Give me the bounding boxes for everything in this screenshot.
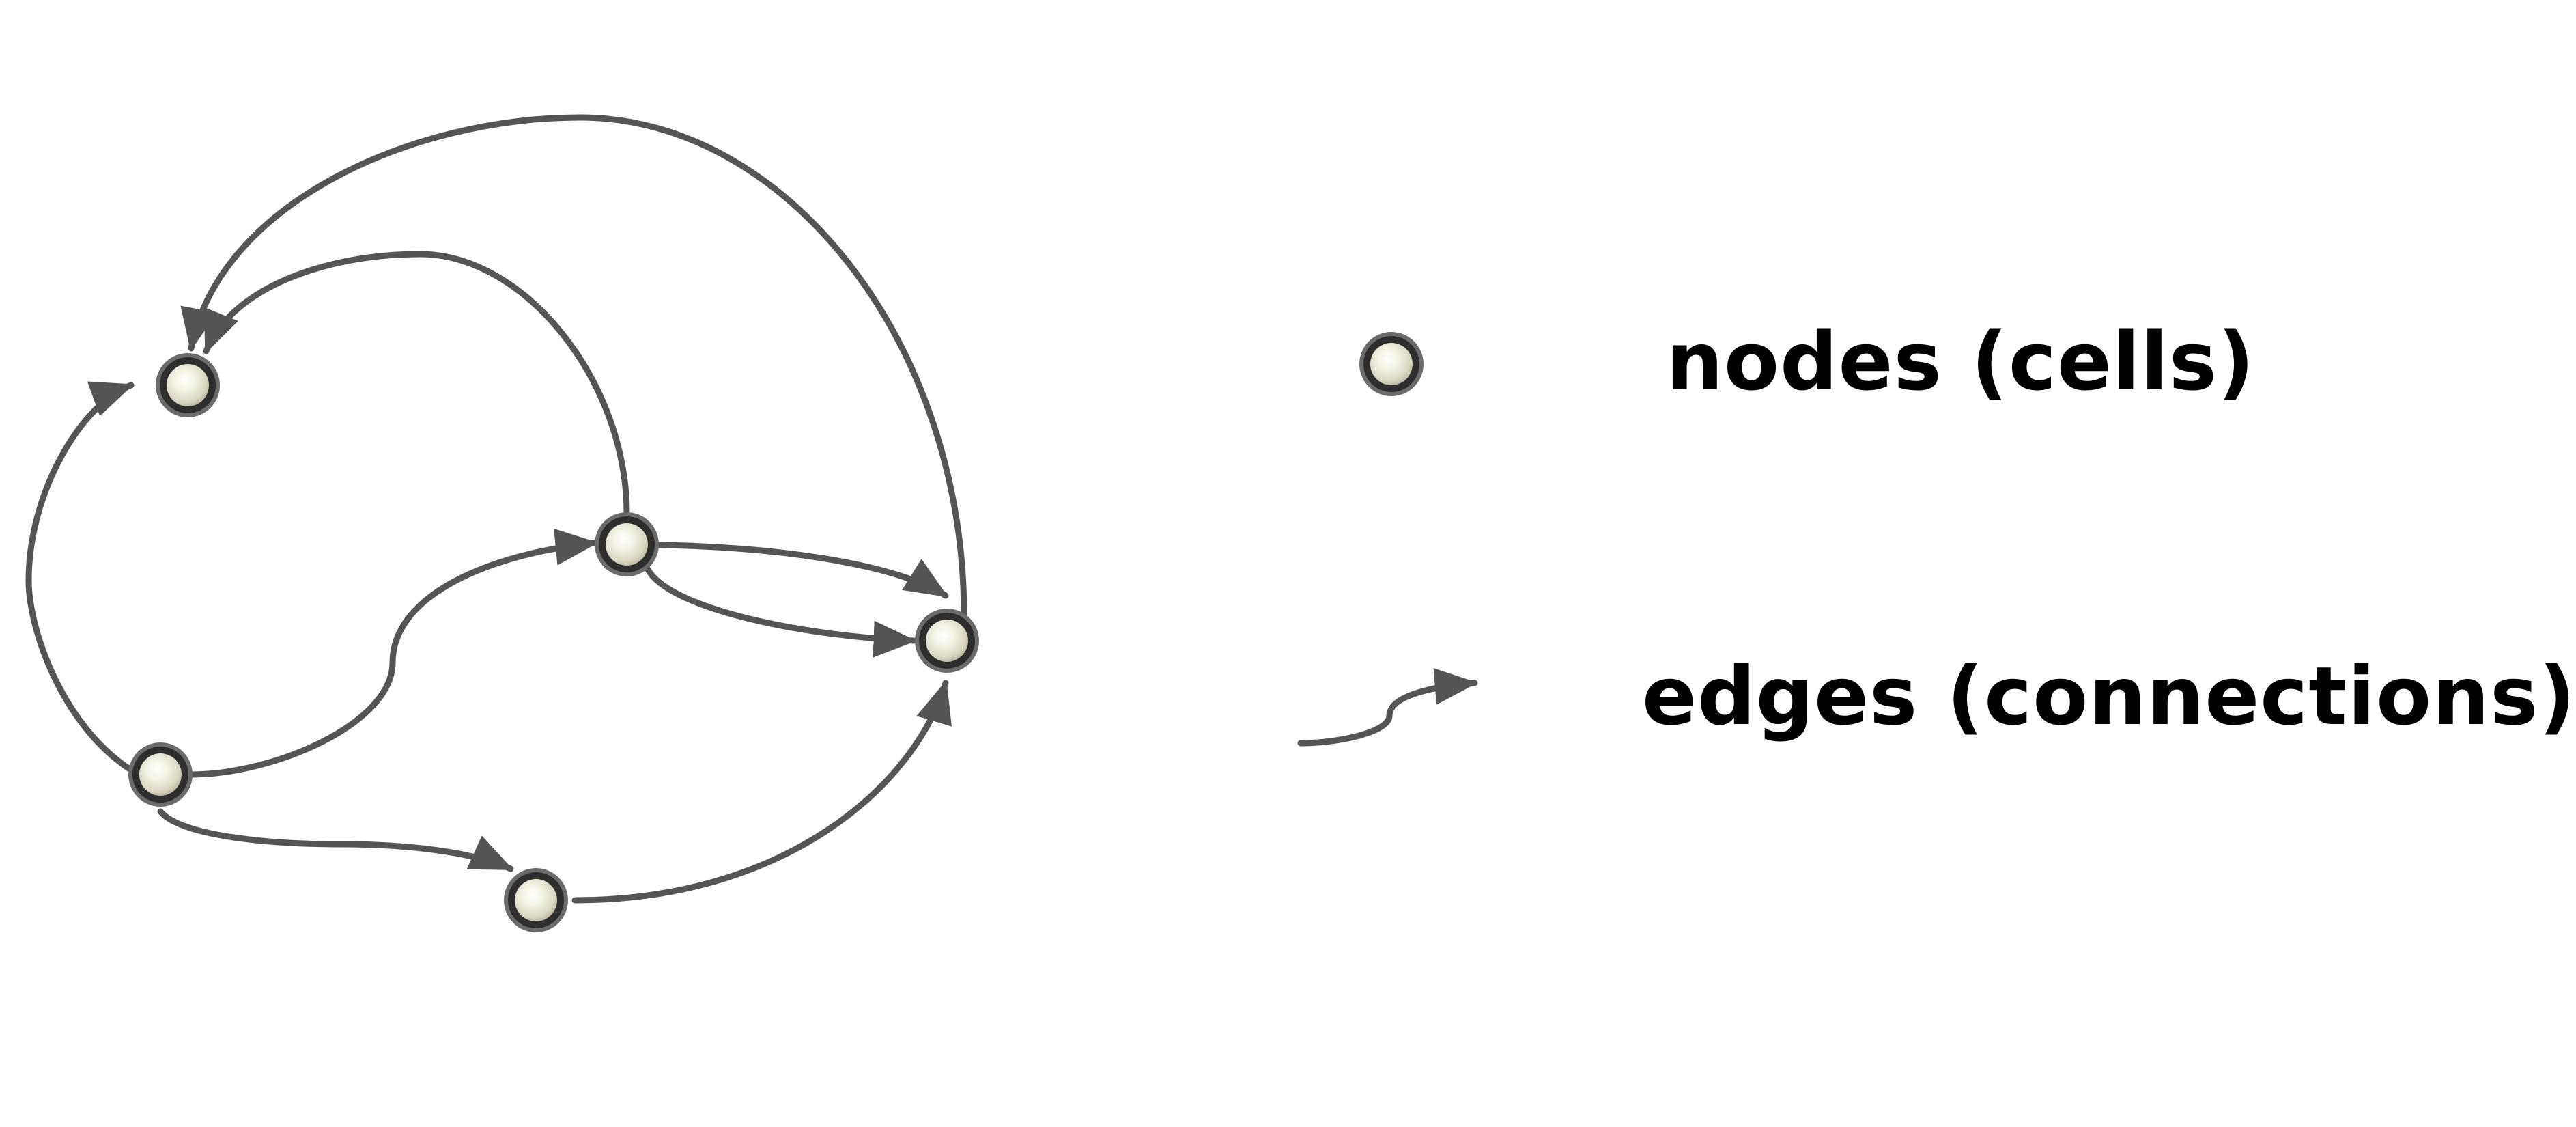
node-n1 — [156, 353, 220, 417]
node-n5 — [504, 868, 568, 932]
edge-n5-to-n3 — [571, 680, 952, 904]
legend-edge-sample — [1297, 667, 1478, 747]
node-n2 — [595, 512, 659, 576]
edge-n4-to-n2 — [188, 528, 599, 778]
edge-n4-to-n5 — [157, 808, 514, 872]
edge-n2-to-n1 — [203, 251, 630, 517]
legend-node-sample — [1359, 332, 1424, 396]
edges-group — [25, 114, 1478, 904]
legend-nodes-label: nodes (cells) — [1666, 314, 2255, 408]
legend-edges-label: edges (connections) — [1642, 649, 2576, 743]
node-n3 — [915, 609, 979, 673]
edge-n2-to-n3-upper — [655, 542, 949, 599]
edge-n2-to-n3-lower — [644, 565, 917, 658]
edge-n3-to-n1 — [180, 114, 967, 620]
edge-n4-to-n1 — [25, 381, 135, 773]
node-n4 — [128, 742, 193, 807]
nodes-group — [128, 332, 1424, 932]
